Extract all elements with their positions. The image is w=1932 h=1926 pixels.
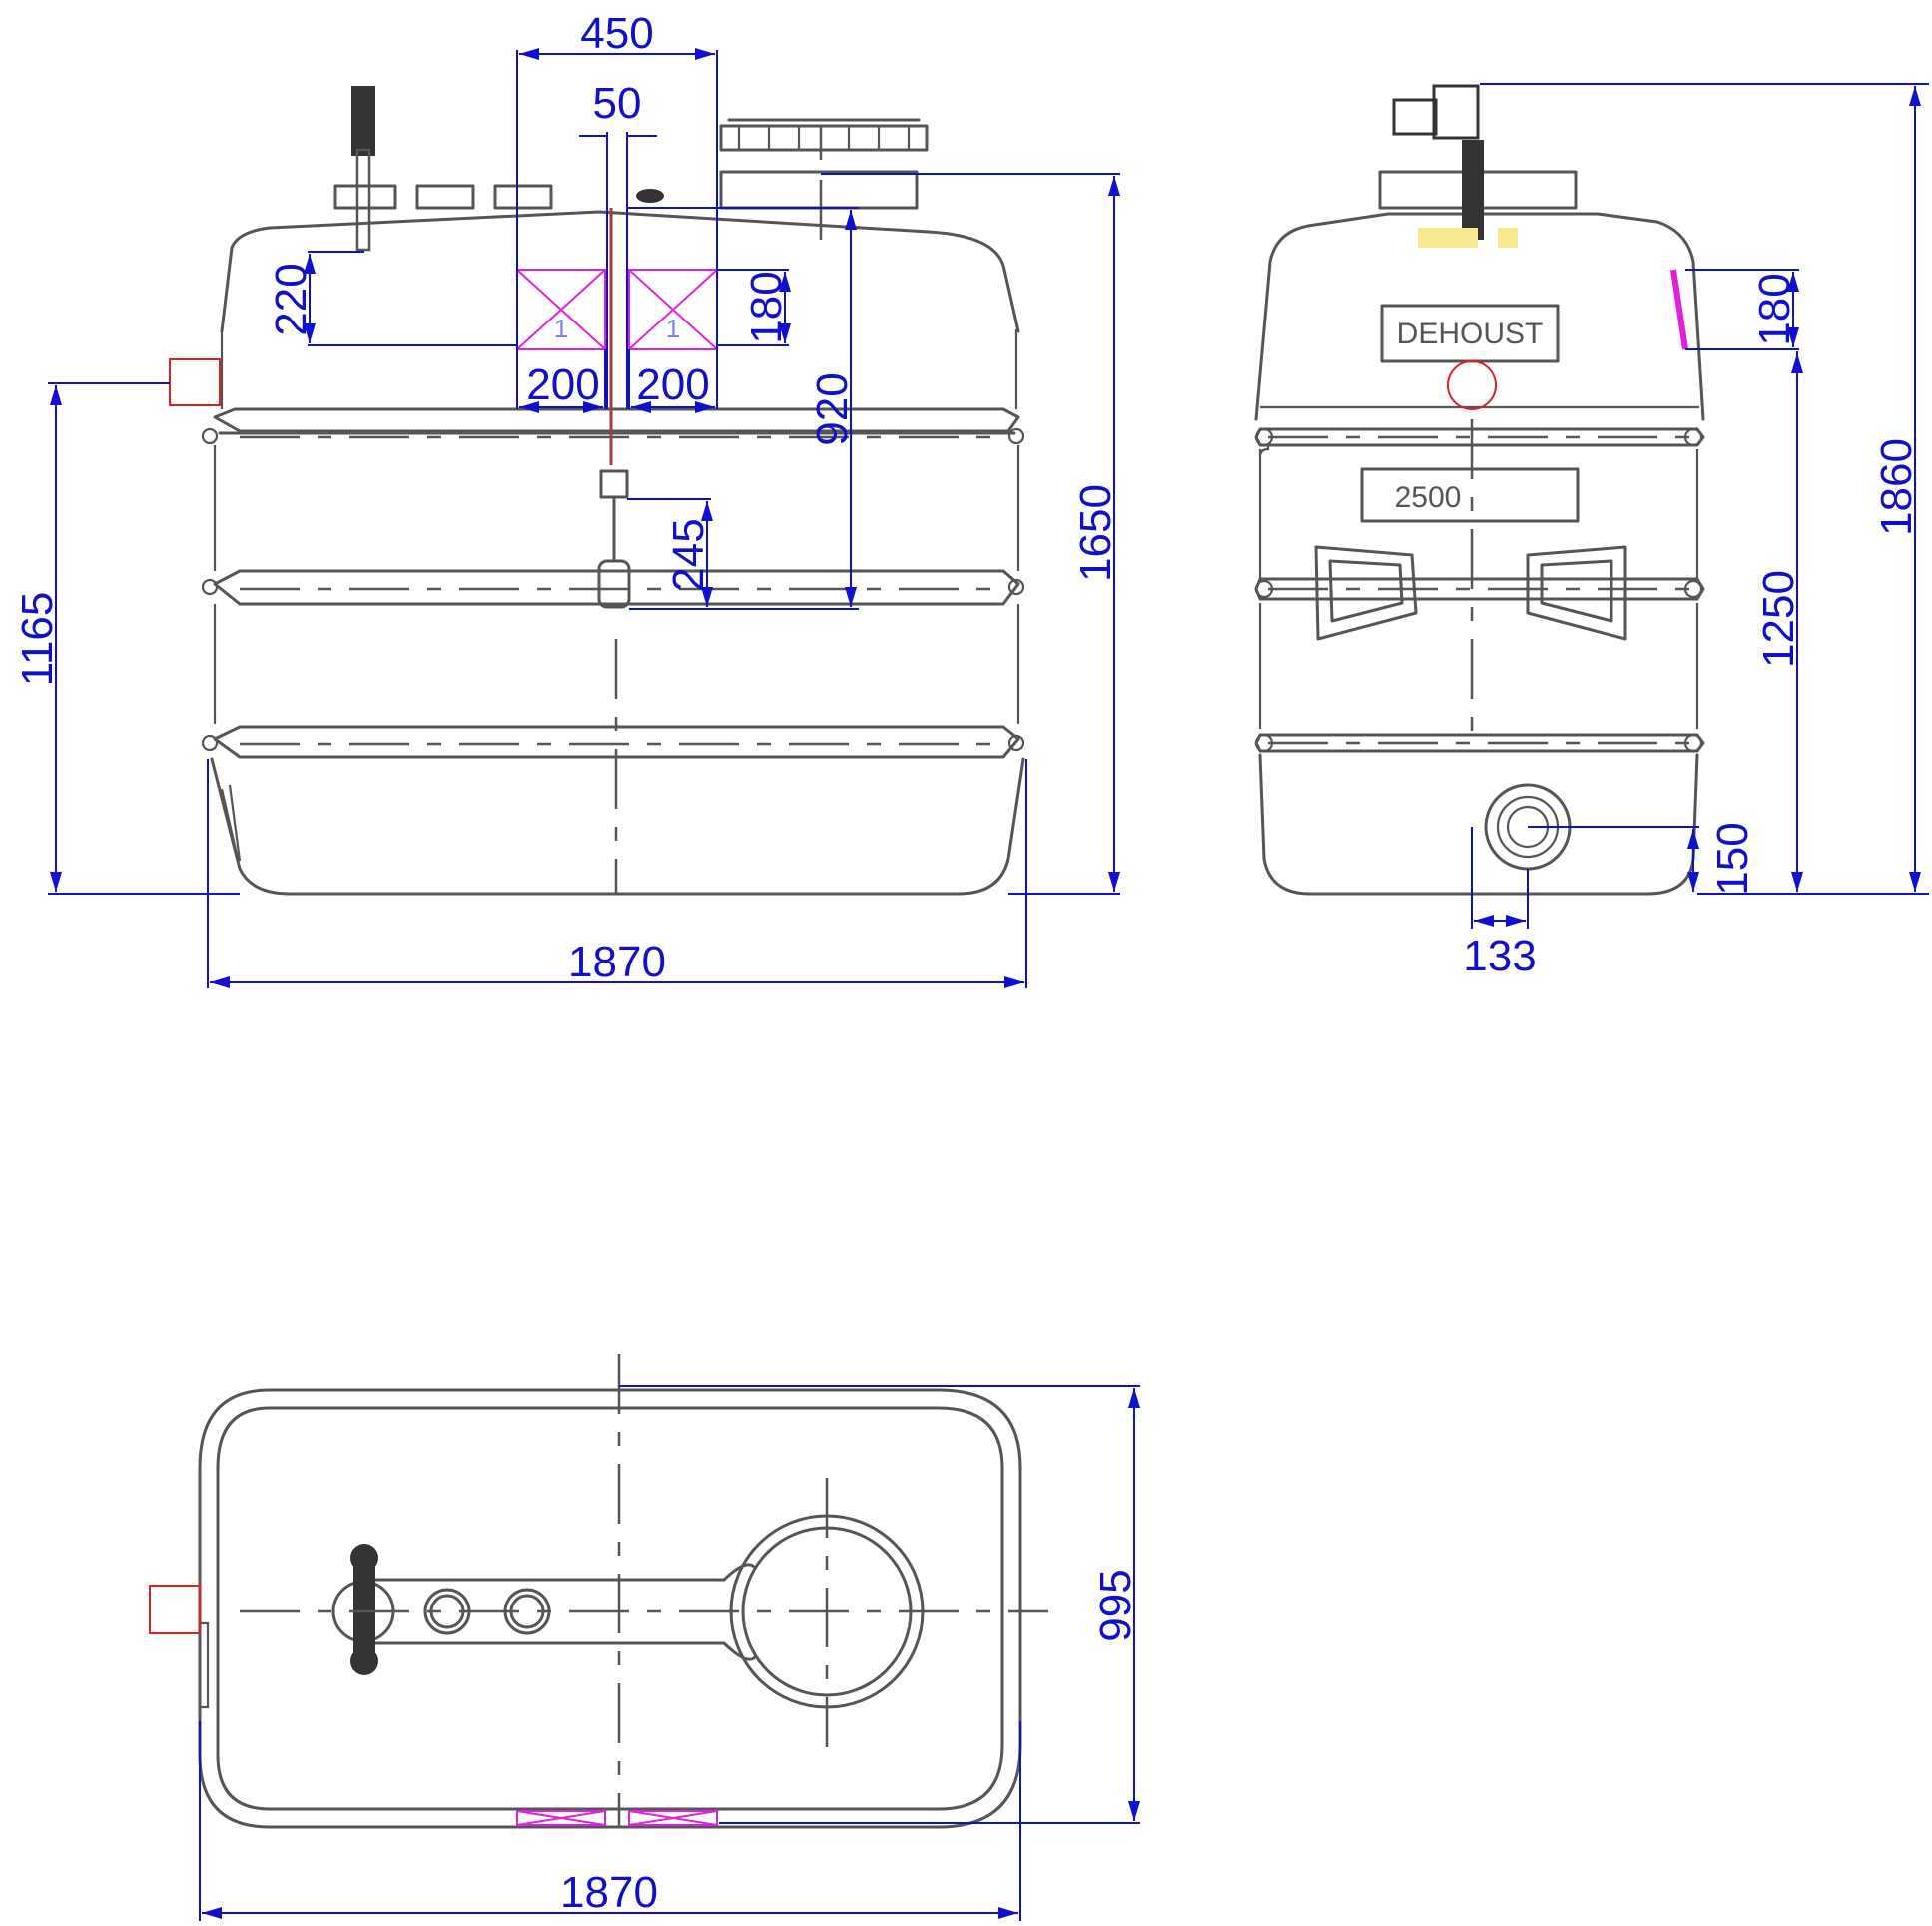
side-volume-label: 2500 [1395, 481, 1462, 514]
dim-200-left: 200 [526, 360, 599, 409]
top-markers [516, 1810, 718, 1826]
svg-text:1: 1 [666, 314, 680, 343]
dim-180-side: 180 [1750, 273, 1799, 345]
front-overflow-marker [169, 358, 221, 406]
dim-1650: 1650 [1071, 484, 1120, 582]
top-view [149, 1354, 1048, 1829]
dim-1870-top: 1870 [560, 1868, 658, 1917]
top-overflow-marker [149, 1585, 201, 1634]
front-valve-assembly-icon [351, 86, 375, 252]
dim-180-front: 180 [742, 271, 791, 343]
top-tank-outer-outline [198, 1388, 1022, 1829]
front-top-fitting-2 [415, 184, 475, 210]
front-top-fitting-3 [493, 184, 553, 210]
top-tank-inner-outline [216, 1406, 1004, 1811]
front-view: 1 1 [169, 86, 1025, 896]
front-manhole-neck [719, 170, 919, 210]
front-marker-left: 1 [516, 269, 606, 350]
dim-133: 133 [1463, 932, 1536, 980]
top-manifold [357, 1563, 757, 1661]
dim-920: 920 [808, 372, 857, 445]
front-top-fitting-1 [333, 184, 397, 210]
top-valve-assembly-icon [331, 1544, 395, 1675]
front-marker-right: 1 [628, 269, 718, 350]
side-handle-right [1526, 545, 1627, 641]
svg-text:1: 1 [554, 314, 568, 343]
front-tank-upper-band [213, 407, 1020, 435]
front-sensor-float [597, 559, 631, 609]
side-view: DEHOUST 2500 [1254, 84, 1705, 896]
dim-995: 995 [1091, 1569, 1140, 1641]
front-tank-lower-band [213, 725, 1020, 759]
side-handle-left [1314, 545, 1418, 641]
dim-200-right: 200 [636, 360, 709, 409]
side-brand-label: DEHOUST [1397, 318, 1544, 350]
dim-150: 150 [1708, 822, 1757, 895]
front-sensor-housing [599, 469, 629, 499]
dim-220: 220 [267, 263, 316, 335]
dim-1165: 1165 [13, 592, 62, 687]
dim-50: 50 [593, 79, 642, 128]
side-dimensions: 180 1860 1250 150 133 [1463, 83, 1929, 980]
dim-1860: 1860 [1872, 438, 1921, 536]
front-dimensions: 450 50 220 180 200 200 920 245 1650 [13, 9, 1120, 988]
front-tank-mid-band [213, 569, 1020, 606]
dim-245: 245 [664, 518, 713, 591]
dim-1870-front: 1870 [568, 938, 666, 986]
top-dimensions: 995 1870 [199, 1385, 1140, 1921]
side-valve-assembly-icon [1392, 84, 1518, 248]
side-tank-bottom [1258, 753, 1699, 896]
dim-1250: 1250 [1754, 570, 1803, 668]
front-manhole-lid [719, 118, 929, 152]
side-volume-plate [1360, 467, 1580, 523]
side-highlight-circle [1447, 360, 1497, 410]
dim-450: 450 [580, 9, 653, 58]
front-tank-top-shell [220, 210, 1020, 333]
side-tank-top-shell [1254, 212, 1705, 421]
front-tank-bottom [210, 757, 1025, 896]
